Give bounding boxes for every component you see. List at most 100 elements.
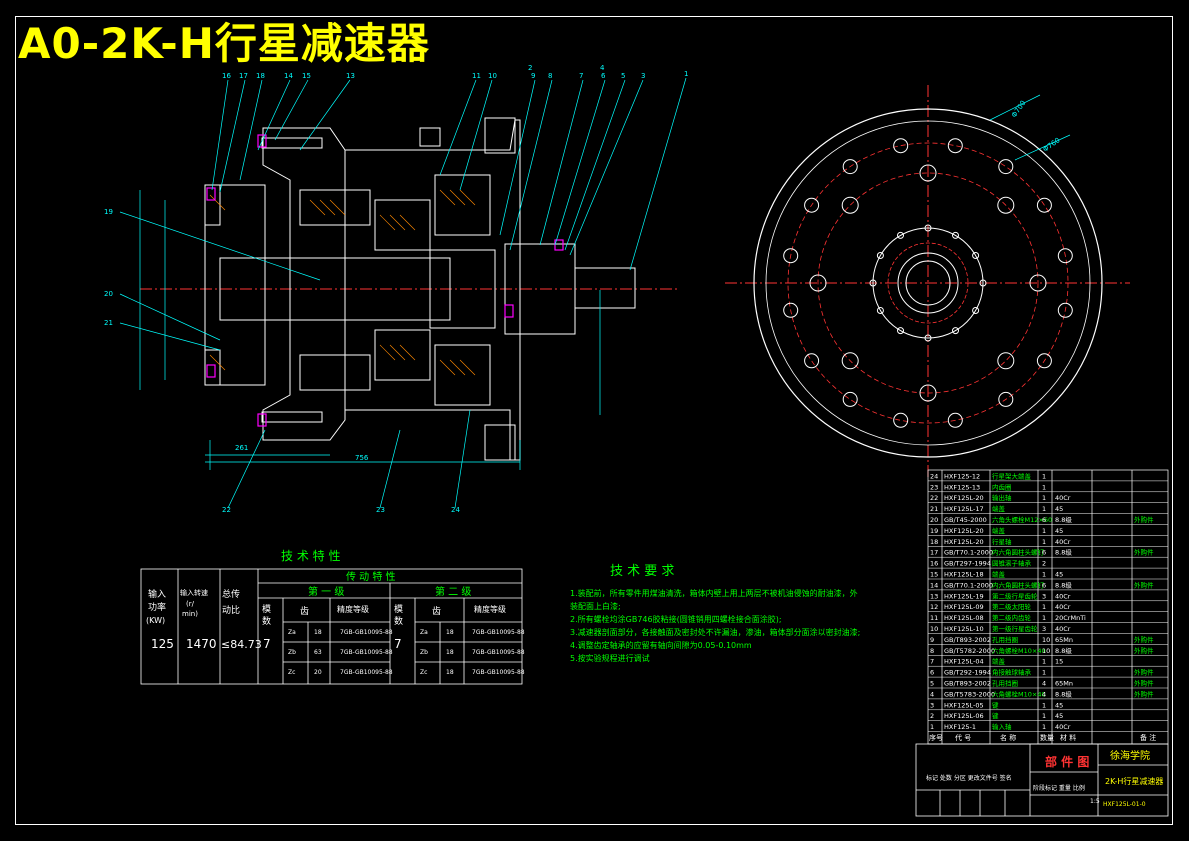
bom-cell: HXF125L-20: [944, 527, 984, 535]
leader-label: 5: [621, 72, 625, 80]
bom-cell: 六角螺栓M10×40: [992, 689, 1046, 698]
bom-cell: 8.8级: [1055, 548, 1072, 557]
bom-cell: 1: [1042, 669, 1046, 677]
tech-req-item: 装配面上白漆;: [570, 601, 621, 611]
bom-cell: 9: [930, 636, 934, 644]
tech-char-ratio: ≤84.73: [221, 638, 262, 651]
bom-cell: 4: [1042, 690, 1046, 698]
bom-cell: 第一级行星齿轮: [992, 624, 1038, 633]
bom-header-code: 代 号: [955, 733, 971, 742]
bom-cell: 40Cr: [1055, 494, 1071, 502]
bom-cell: 1: [1042, 571, 1046, 579]
section-view: [140, 117, 680, 461]
bom-cell: 19: [930, 527, 938, 535]
svg-text:精度等级: 精度等级: [474, 604, 506, 614]
bom-cell: 17: [930, 549, 938, 557]
svg-text:7GB-GB10095-88: 7GB-GB10095-88: [340, 629, 393, 636]
bom-cell: HXF125L-04: [944, 658, 984, 666]
bolt-hole: [952, 231, 959, 239]
leader-label: 14: [284, 72, 293, 80]
bom-cell: 5: [930, 680, 934, 688]
bolt-hole: [998, 159, 1014, 175]
svg-text:Za: Za: [288, 629, 296, 636]
leader-label: 8: [548, 72, 552, 80]
bolt-hole: [876, 307, 884, 314]
bom-cell: 第二级行星齿轮: [992, 591, 1038, 600]
bom-cell: 孔用挡圈: [992, 635, 1018, 644]
svg-text:min): min): [182, 610, 198, 618]
bom-cell: 65Mn: [1055, 636, 1073, 644]
bom-cell: 15: [1055, 658, 1063, 666]
bom-cell: HXF125L-10: [944, 625, 984, 633]
bom-cell: 11: [930, 614, 938, 622]
tech-char-speed: 1470: [186, 637, 217, 651]
bom-cell: 外购件: [1134, 689, 1154, 698]
bom-cell: 3: [1042, 592, 1046, 600]
bom-cell: 3: [1042, 625, 1046, 633]
bom-cell: HXF125L-19: [944, 592, 984, 600]
bom-header-no: 序号: [929, 733, 943, 742]
svg-text:63: 63: [314, 649, 322, 656]
bom-cell: 16: [930, 560, 938, 568]
tech-char-trans-heading: 传 动 特 性: [346, 570, 396, 583]
bom-cell: 6: [930, 669, 934, 677]
input-shaft-end: [574, 267, 636, 309]
tech-char-stage-rows: Za 18 7GB-GB10095-88 Zb 63 7GB-GB10095-8…: [288, 629, 525, 676]
bolt-hole: [1029, 274, 1047, 292]
tech-req-item: 1.装配前，所有零件用煤油清洗，箱体内壁上用上两层不被机油侵蚀的耐油漆，外: [570, 588, 858, 598]
svg-text:数: 数: [394, 615, 403, 627]
title-block: 部 件 图 徐海学院 2K-H行星减速器 HXF125L-01-0 1:5 标记…: [915, 743, 1169, 817]
bom-cell: 45: [1055, 701, 1063, 709]
svg-text:7GB-GB10095-88: 7GB-GB10095-88: [340, 649, 393, 656]
svg-text:Zc: Zc: [420, 669, 427, 676]
bolt-hole: [924, 224, 932, 232]
bolt-hole: [1057, 248, 1073, 264]
tech-char-power-header: 输入: [148, 588, 166, 600]
bom-cell: 内齿圈: [992, 482, 1012, 491]
svg-text:齿: 齿: [300, 606, 309, 617]
drawing-scale: 1:5: [1090, 798, 1100, 805]
dimension-label: Φ700: [1010, 99, 1027, 119]
bom-header-mat: 材 料: [1060, 733, 1076, 742]
bolt-hole: [783, 302, 799, 318]
bolt-hole: [897, 231, 904, 239]
bom-cell: 键: [992, 700, 999, 709]
svg-text:齿: 齿: [432, 606, 441, 617]
bom-cell: 4: [930, 690, 934, 698]
bom-cell: 外购件: [1134, 548, 1154, 557]
bom-cell: 1: [930, 723, 934, 731]
left-cover: [204, 184, 266, 386]
svg-text:18: 18: [446, 669, 454, 676]
bolt-circle-inner: [817, 172, 1039, 394]
tech-req-heading: 技 术 要 求: [610, 564, 674, 579]
leader-label: 24: [451, 506, 460, 514]
bom-cell: 键: [992, 711, 999, 720]
bolt-hole: [842, 391, 858, 407]
svg-text:18: 18: [446, 629, 454, 636]
hub-outer: [872, 227, 984, 339]
bom-cell: 20: [930, 516, 938, 524]
bom-cell: 圆锥滚子轴承: [992, 559, 1032, 568]
bom-cell: 8.8级: [1055, 580, 1072, 589]
leader-label: 6: [601, 72, 606, 80]
dimension-label: 261: [235, 444, 248, 452]
bolt-hole: [1036, 353, 1052, 369]
bom-cell: 40Cr: [1055, 603, 1071, 611]
bom-cell: 7: [930, 658, 934, 666]
bom-cell: 外购件: [1134, 635, 1154, 644]
bom-cell: 孔用挡圈: [992, 679, 1018, 688]
title-block-stage: 阶段标记 重量 比例: [1033, 784, 1085, 792]
bolt-hole: [997, 352, 1015, 370]
bom-cell: 输入轴: [992, 722, 1012, 731]
bom-cell: 4: [1042, 680, 1046, 688]
tech-req-item: 3.减速器剖面部分，各接触面及密封处不许漏油，渗油，箱体部分面涂以密封油漆;: [570, 627, 860, 637]
bom-cell: 外购件: [1134, 679, 1154, 688]
bom-cell: 1: [1042, 701, 1046, 709]
bom-cell: 12: [930, 603, 938, 611]
bolt-hole: [919, 164, 937, 182]
leader-label: 10: [488, 72, 497, 80]
bolt-hole: [804, 353, 820, 369]
bolt-hole: [842, 159, 858, 175]
bom-cell: GB/T5783-2000: [944, 690, 995, 698]
